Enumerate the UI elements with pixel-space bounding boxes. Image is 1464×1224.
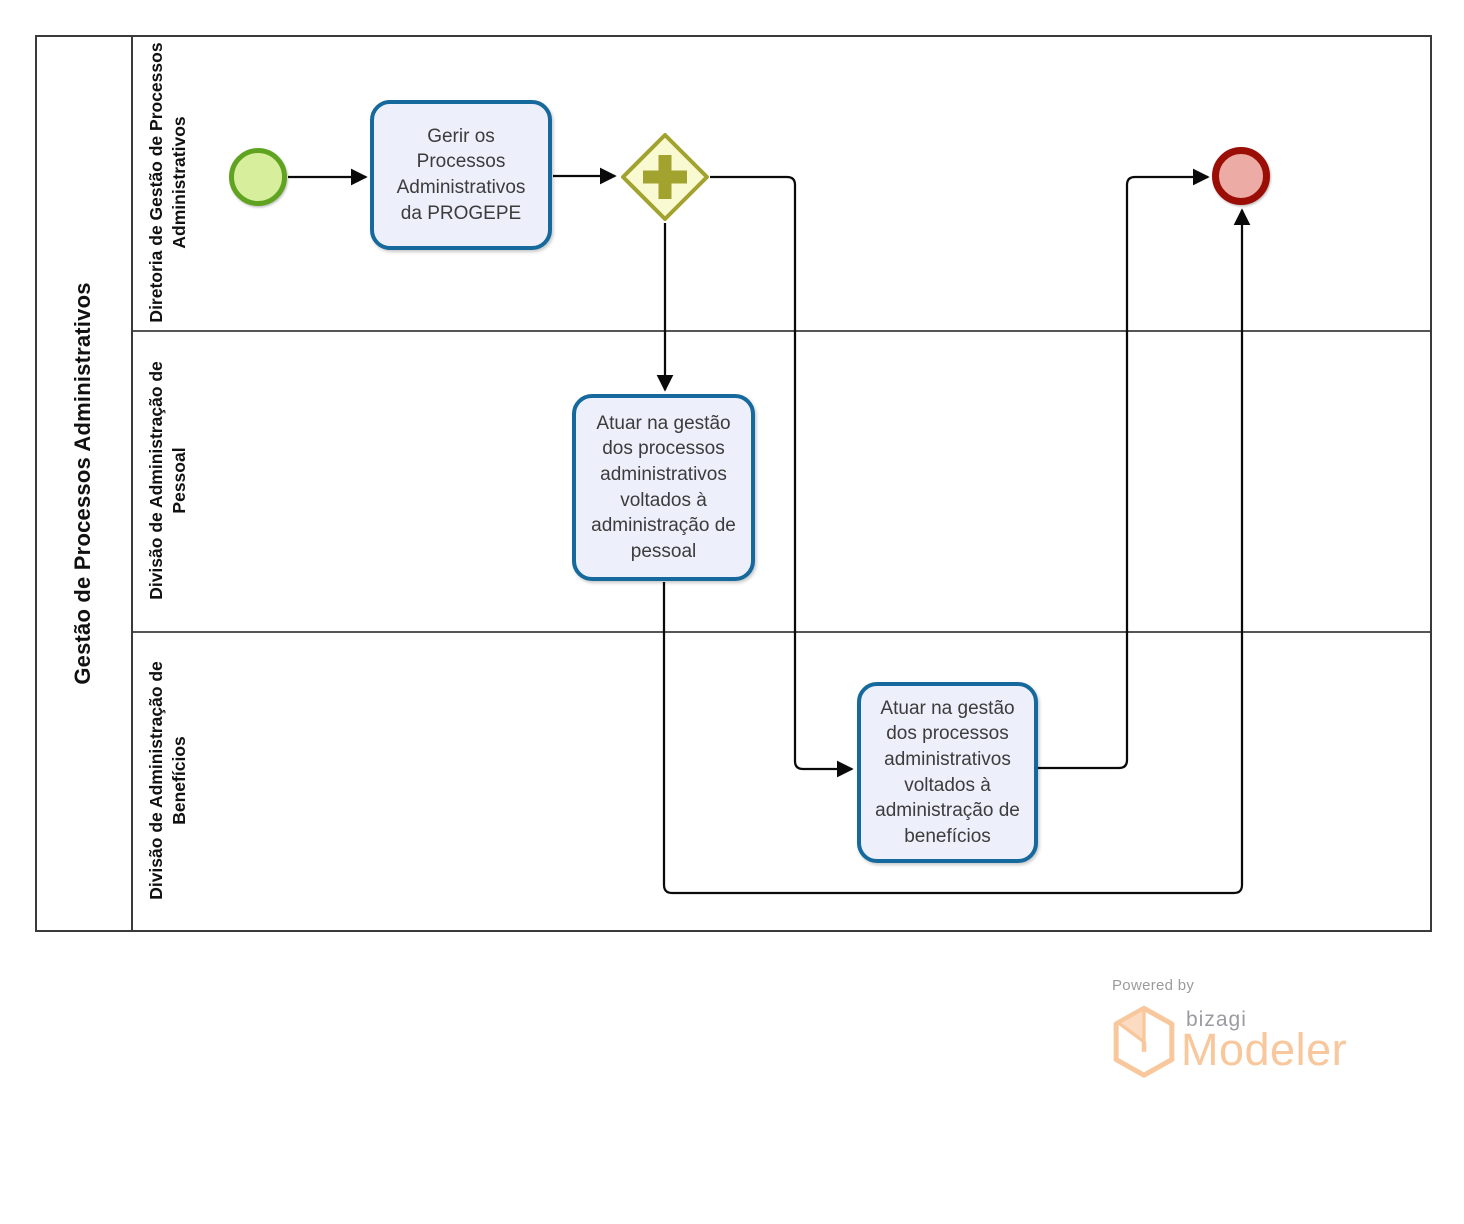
pool-border xyxy=(35,35,1432,932)
task-label: Atuar na gestão dos processos administra… xyxy=(875,697,1020,847)
lane-label-pessoal: Divisão de Administração de Pessoal xyxy=(146,361,189,600)
task-gestao-beneficios: Atuar na gestão dos processos administra… xyxy=(857,682,1038,863)
powered-by-label: Powered by xyxy=(1112,977,1195,994)
hexagon-outline xyxy=(1113,1005,1175,1078)
lane-label-beneficios: Divisão de Administração de Benefícios xyxy=(146,661,189,900)
bizagi-brand-label: bizagi xyxy=(1186,1008,1247,1031)
task-label: Gerir os Processos Administrativos da PR… xyxy=(396,125,526,224)
pool-title: Gestão de Processos Administrativos xyxy=(70,282,95,685)
lane-divider xyxy=(133,631,1430,633)
parallel-gateway xyxy=(621,133,709,221)
start-event xyxy=(229,148,287,206)
task-gestao-pessoal: Atuar na gestão dos processos administra… xyxy=(572,394,755,581)
task-gerir-processos: Gerir os Processos Administrativos da PR… xyxy=(370,100,552,250)
task-label: Atuar na gestão dos processos administra… xyxy=(591,412,736,562)
fold-corner xyxy=(1116,1006,1146,1044)
lane-divider xyxy=(133,330,1430,332)
plus-icon xyxy=(643,155,687,199)
pool-header-divider xyxy=(131,35,133,932)
bizagi-hexagon-icon xyxy=(1113,1005,1175,1078)
lane-label-diretoria: Diretoria de Gestão de Processos Adminis… xyxy=(146,42,189,323)
end-event xyxy=(1212,147,1270,205)
modeler-wordmark: Modeler xyxy=(1181,1024,1348,1075)
